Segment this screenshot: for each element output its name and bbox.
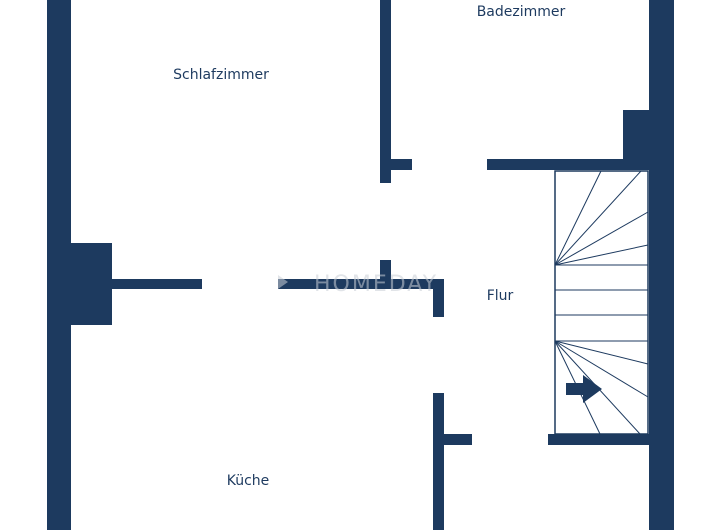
wall-kitchen-stub xyxy=(444,434,472,445)
stair-step xyxy=(554,340,649,398)
wall-kitchen-corner xyxy=(433,279,444,317)
watermark-logo-icon xyxy=(278,275,288,289)
outer-wall-left xyxy=(47,0,71,530)
wall-bedroom-kitchen xyxy=(112,279,202,289)
stair-direction-arrow-icon xyxy=(566,375,602,403)
wall-bathroom-stub xyxy=(391,159,412,170)
stair-step xyxy=(554,170,642,266)
room-label-schlafzimmer: Schlafzimmer xyxy=(173,67,269,83)
stair-step xyxy=(554,211,649,266)
watermark: HOMEDAY xyxy=(278,272,438,297)
wall-pillar-right xyxy=(623,110,649,170)
wall-pillar-left xyxy=(71,243,112,325)
room-label-badezimmer: Badezimmer xyxy=(477,4,566,20)
stair-step xyxy=(554,340,649,365)
stair-step xyxy=(554,170,602,266)
watermark-text: HOMEDAY xyxy=(314,272,438,297)
wall-bedroom-bathroom xyxy=(380,0,391,183)
wall-bedroom-kitchen-right xyxy=(278,279,444,289)
wall-stub-vertical-mid xyxy=(380,260,391,279)
staircase xyxy=(554,170,649,435)
wall-below-stairs xyxy=(548,434,649,445)
outer-wall-right xyxy=(649,0,674,530)
room-label-kueche: Küche xyxy=(227,473,270,489)
wall-kitchen-hallway xyxy=(433,393,444,530)
room-label-flur: Flur xyxy=(487,288,514,304)
stair-step xyxy=(554,244,649,266)
staircase-frame xyxy=(554,170,649,435)
wall-bathroom-hallway xyxy=(487,159,623,170)
